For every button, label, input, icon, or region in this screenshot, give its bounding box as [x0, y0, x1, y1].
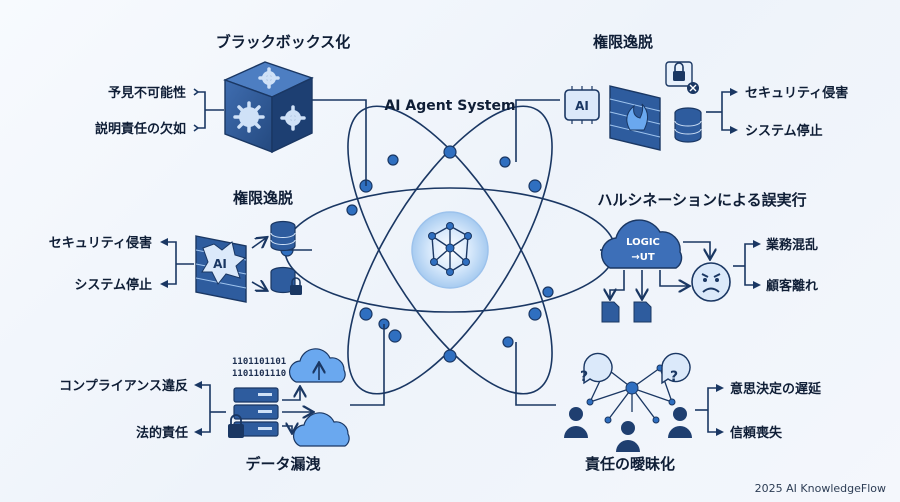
connectors [287, 99, 613, 406]
left-arrows [251, 238, 266, 290]
people-network-icon: ? ? [564, 352, 692, 452]
cloud-text-0: LOGIC [626, 237, 660, 248]
binary-line-1: 1101101110 [232, 369, 286, 379]
hallucination-flow [610, 241, 710, 298]
gear-cube-icon [223, 61, 314, 154]
privilege-left-bracket [160, 238, 194, 288]
hallucination-bracket [733, 240, 761, 289]
privilege-top-item-1: システム停止 [745, 123, 823, 139]
blackbox-bracket [193, 88, 224, 132]
privilege-left-item-1: システム停止 [74, 277, 152, 293]
server-icon [228, 387, 279, 438]
cloud-text-1: →UT [631, 252, 654, 263]
data-leak-item-0: コンプライアンス違反 [59, 378, 188, 394]
hallucination-item-1: 顧客離れ [766, 278, 818, 294]
sad-face-icon [691, 262, 731, 302]
privilege-left-title: 権限逸脱 [233, 189, 293, 207]
hallucination-item-0: 業務混乱 [765, 237, 818, 253]
binary-line-0: 1101101101 [232, 357, 286, 367]
center-label: AI Agent System [384, 98, 515, 114]
responsibility-item-1: 信頼喪失 [730, 425, 783, 441]
svg-text:?: ? [580, 369, 588, 385]
blackbox-item-0: 予見不可能性 [108, 85, 186, 101]
blackbox-title: ブラックボックス化 [216, 33, 351, 51]
data-leak-item-1: 法的責任 [136, 425, 188, 441]
privilege-top-item-0: セキュリティ侵害 [745, 85, 848, 101]
ai-core-icon [411, 211, 489, 289]
footer-credit: 2025 AI KnowledgeFlow [755, 482, 886, 495]
responsibility-title: 責任の曖昧化 [585, 455, 675, 473]
cloud-logic-icon: LOGIC →UT [600, 219, 683, 269]
responsibility-item-0: 意思決定の遅延 [730, 381, 822, 397]
database-left-icon [270, 220, 302, 295]
lock-icon [665, 61, 699, 94]
privilege-top-bracket [706, 88, 738, 134]
data-leak-bracket [194, 381, 226, 436]
ai-firewall-icon: AI [564, 85, 661, 151]
hallucination-title: ハルシネーションによる誤実行 [597, 191, 806, 209]
ai-firewall-left-icon: AI [195, 235, 247, 303]
blackbox-item-1: 説明責任の欠如 [95, 121, 186, 137]
database-icon [674, 107, 702, 143]
privilege-left-item-0: セキュリティ侵害 [49, 235, 152, 251]
data-leak-title: データ漏洩 [245, 455, 320, 473]
ai-burst-label: AI [213, 257, 227, 271]
privilege-top-title: 権限逸脱 [593, 33, 653, 51]
document-icon [601, 301, 652, 323]
cloud-icon [288, 348, 350, 447]
responsibility-bracket [695, 384, 724, 436]
ai-chip-label: AI [575, 99, 589, 113]
data-leak-arrows [282, 388, 312, 432]
svg-text:?: ? [670, 369, 678, 385]
